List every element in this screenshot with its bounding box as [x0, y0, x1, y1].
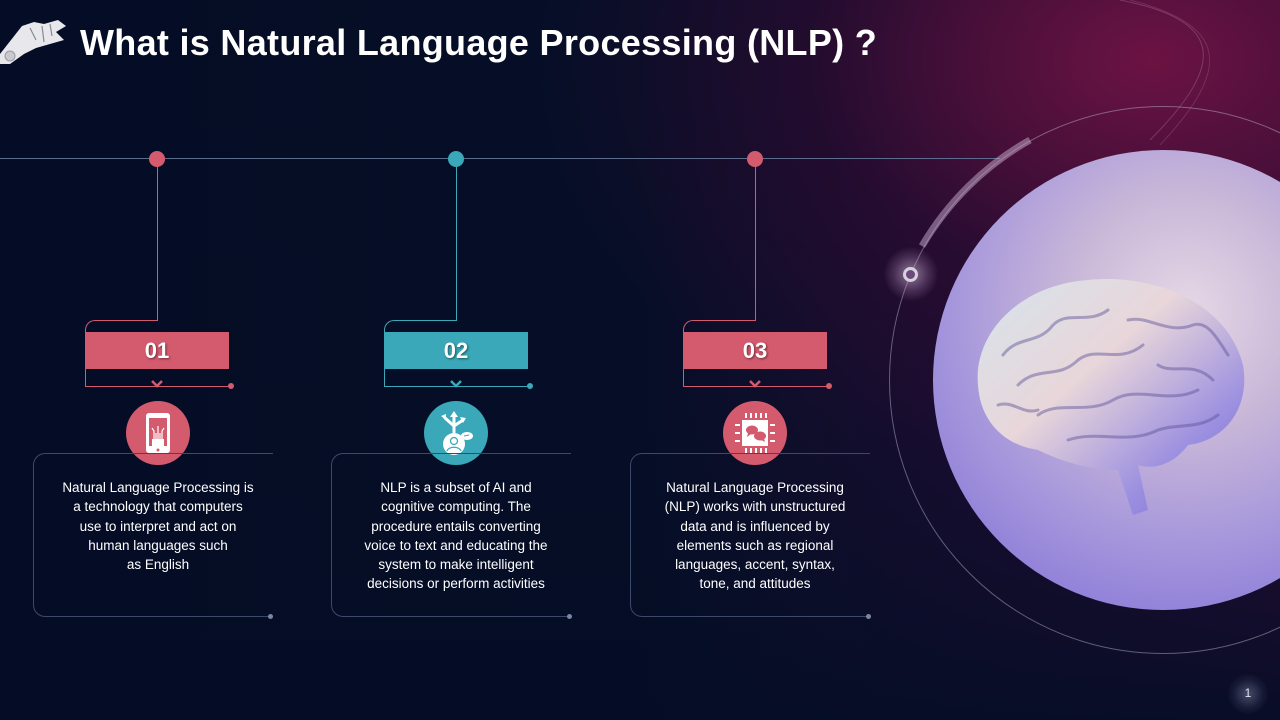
step-2-number: 02: [384, 332, 528, 369]
step-2-chevron-down-icon: [450, 380, 462, 388]
step-1-icon-circle: [126, 401, 190, 465]
person-globe-arrows-icon: [441, 411, 473, 455]
step-1-underline-left: [85, 369, 86, 387]
step-3-description: Natural Language Processing (NLP) works …: [664, 480, 846, 592]
timeline-node-2: [448, 151, 464, 167]
step-1-card-dot: [268, 614, 273, 619]
step-1-end-dot: [228, 383, 234, 389]
page-number: 1: [1244, 686, 1252, 700]
step-3-chevron-down-icon: [749, 380, 761, 388]
step-3-underline-left: [683, 369, 684, 387]
timeline-node-3: [747, 151, 763, 167]
hero-image-circle: [933, 150, 1280, 610]
step-2-connector: [456, 166, 457, 320]
step-2-card-dot: [567, 614, 572, 619]
smartphone-circuit-icon: [146, 413, 170, 453]
step-3-card: [630, 453, 870, 617]
step-2-card: [331, 453, 571, 617]
step-1-card: [33, 453, 273, 617]
step-1-bracket: [85, 320, 158, 334]
page-number-glow: [1228, 674, 1268, 714]
step-3-connector: [755, 166, 756, 320]
brain-icon: [977, 279, 1245, 515]
timeline-line: [0, 158, 1000, 159]
orbit-arc: [918, 136, 1032, 248]
step-2-underline-left: [384, 369, 385, 387]
step-2-bracket: [384, 320, 457, 334]
step-3-card-dot: [866, 614, 871, 619]
step-2-icon-circle: [424, 401, 488, 465]
robot-hand-icon: [0, 20, 66, 64]
step-3-icon-circle: [723, 401, 787, 465]
timeline-node-1: [149, 151, 165, 167]
step-1-chevron-down-icon: [151, 380, 163, 388]
step-2-end-dot: [527, 383, 533, 389]
page-title: What is Natural Language Processing (NLP…: [80, 22, 878, 63]
step-3-bracket: [683, 320, 756, 334]
chip-chat-icon: [735, 413, 775, 453]
step-3-number: 03: [683, 332, 827, 369]
step-3-end-dot: [826, 383, 832, 389]
step-1-connector: [157, 166, 158, 320]
step-1-description: Natural Language Processing is a technol…: [62, 480, 254, 573]
orbit-node-icon: [903, 267, 918, 282]
step-2-description: NLP is a subset of AI and cognitive comp…: [364, 480, 548, 592]
step-1-number: 01: [85, 332, 229, 369]
